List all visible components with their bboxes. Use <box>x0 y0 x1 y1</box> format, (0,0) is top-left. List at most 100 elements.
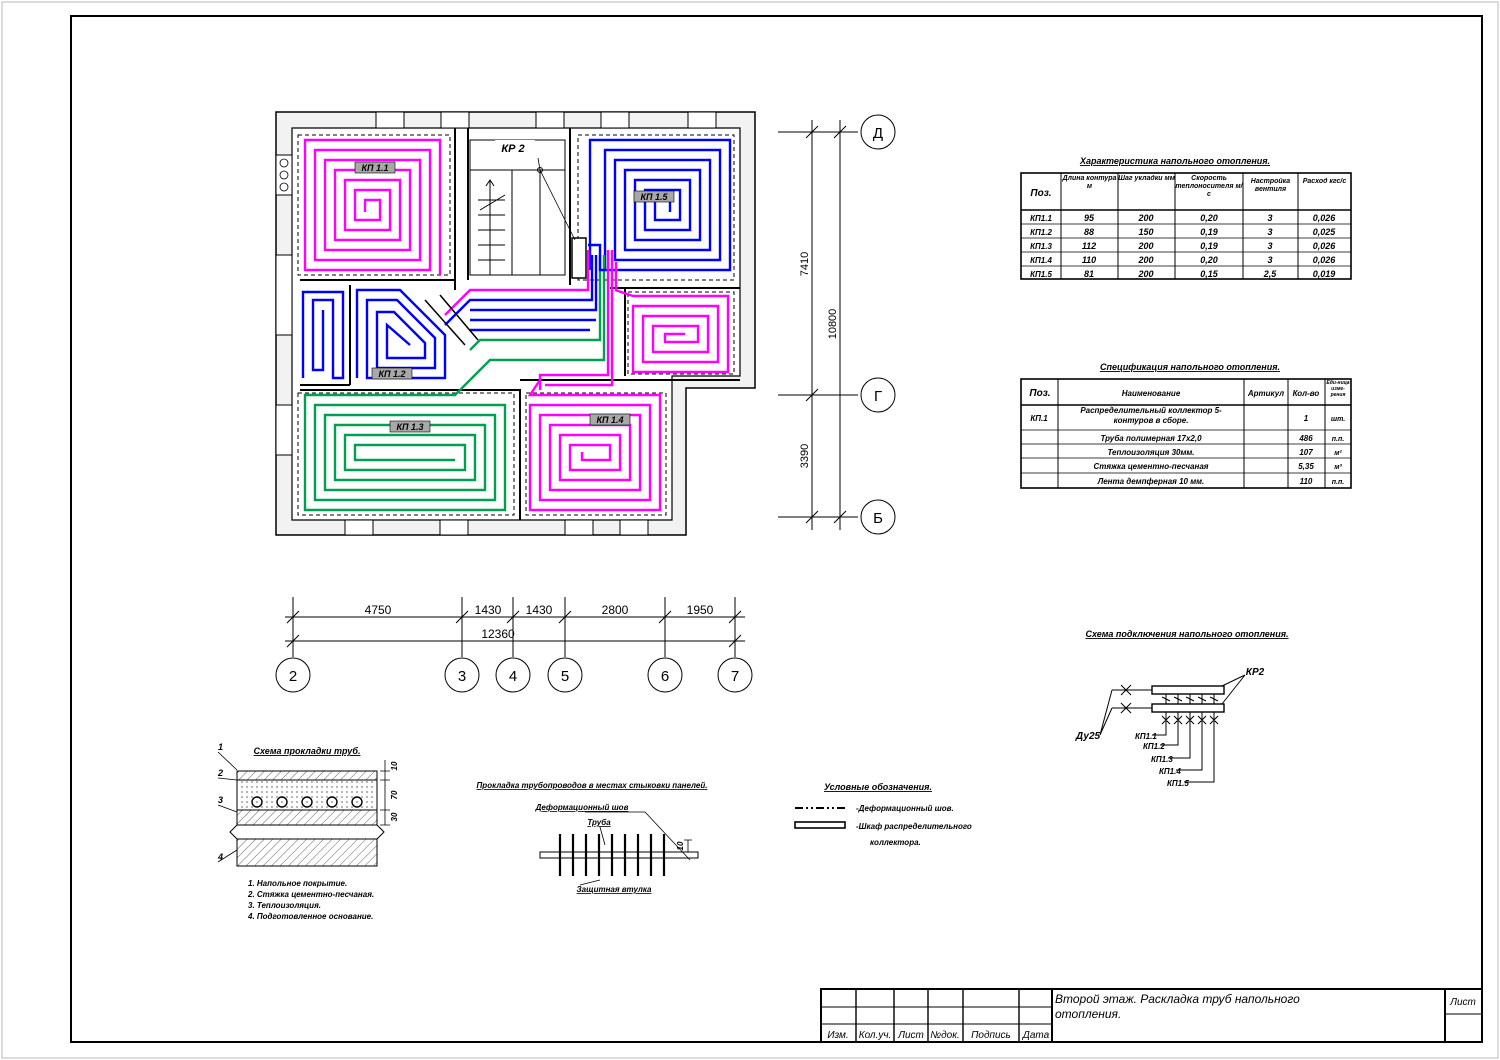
char-cell: 3 <box>1267 227 1272 237</box>
connection-title: Схема подключения напольного отопления. <box>1085 629 1288 639</box>
connection-kp1-4: КП1.4 <box>1159 767 1181 776</box>
dim-1430-b: 1430 <box>526 603 553 617</box>
spec-cell: 107 <box>1299 448 1313 457</box>
spec-h-article: Артикул <box>1247 389 1284 398</box>
char-cell: КП1.1 <box>1030 214 1052 223</box>
stamp-col-sign: Подпись <box>971 1030 1011 1041</box>
spec-cell: м³ <box>1334 464 1342 471</box>
layer-marker-3: 3 <box>218 795 223 805</box>
char-h-speed: Скорость теплоносителя м/с <box>1175 175 1243 198</box>
axis-d: Д <box>873 125 883 142</box>
char-h-pos: Поз. <box>1030 188 1051 199</box>
char-cell: 3 <box>1267 255 1272 265</box>
char-h-step: Шаг укладки мм <box>1118 175 1175 182</box>
axis-b: Б <box>873 510 883 527</box>
layer-marker-1: 1 <box>218 742 223 752</box>
dim-total: 12360 <box>481 627 515 641</box>
char-cell: КП1.2 <box>1030 228 1052 237</box>
spec-cell: м² <box>1334 450 1342 457</box>
spec-table-grid <box>1020 378 1352 489</box>
joint-detail <box>539 811 699 886</box>
char-h-valve-wrap: Настройка вентиля <box>1250 178 1291 193</box>
connection-kp1-3: КП1.3 <box>1151 755 1173 764</box>
char-cell: 0,026 <box>1313 213 1337 223</box>
char-table-title: Характеристика напольного отопления. <box>1079 156 1270 166</box>
char-h-length-wrap: Длина контура м <box>1063 175 1117 190</box>
spec-cell: п.п. <box>1332 436 1344 443</box>
loop-labels: КП 1.1 КП 1.2 КП 1.3 КП 1.4 КП 1.5 КР 2 <box>354 140 675 433</box>
char-cell: 112 <box>1082 241 1096 251</box>
connection-collector: КР2 <box>1246 667 1265 678</box>
char-cell: 81 <box>1084 269 1094 279</box>
loop-label-kp1-3: КП 1.3 <box>396 422 423 432</box>
axis-g: Г <box>874 388 882 405</box>
floor-plan: КП 1.1 КП 1.2 КП 1.3 КП 1.4 КП 1.5 КР 2 <box>275 111 756 536</box>
char-h-flow-wrap: Расход кгс/с <box>1302 178 1347 185</box>
layer-note-3: 3. Теплоизоляция. <box>248 901 321 910</box>
char-cell: КП1.4 <box>1030 256 1052 265</box>
spec-cell: 486 <box>1298 434 1313 443</box>
char-cell: 110 <box>1082 255 1096 265</box>
loop-kp1-3 <box>303 379 507 512</box>
char-cell: 3 <box>1267 241 1272 251</box>
spec-cell: Стяжка цементно-песчаная <box>1093 462 1208 471</box>
spec-cell: шт. <box>1331 416 1345 423</box>
loop-kp1-4 <box>527 379 662 512</box>
dim-1430-a: 1430 <box>475 603 502 617</box>
legend-item-joint: -Деформационный шов. <box>856 804 954 813</box>
dim-3390: 3390 <box>799 444 811 468</box>
layer-dim-10: 10 <box>390 761 399 770</box>
axis-7: 7 <box>731 668 739 685</box>
stamp-title: Второй этаж. Раскладка труб напольного о… <box>1055 992 1440 1022</box>
spec-cell: КП.1 <box>1030 414 1048 423</box>
char-cell: 3 <box>1267 213 1272 223</box>
char-h-flow: Расход кгс/с <box>1302 178 1347 185</box>
dim-7410: 7410 <box>799 252 811 276</box>
legend-item-cabinet-2: коллектора. <box>870 838 921 847</box>
collector-cabinet <box>571 237 587 279</box>
axis-5: 5 <box>561 668 569 685</box>
char-cell: 0,026 <box>1313 241 1337 251</box>
staircase <box>469 139 566 276</box>
char-cell: 0,026 <box>1313 255 1337 265</box>
dim-1950: 1950 <box>687 603 714 617</box>
char-h-valve: Настройка вентиля <box>1250 178 1291 193</box>
char-h-speed-wrap: Скорость теплоносителя м/с <box>1175 175 1243 198</box>
char-cell: 200 <box>1137 213 1153 223</box>
supply-lines <box>444 243 618 390</box>
char-cell: 0,19 <box>1200 241 1218 251</box>
loop-kp1-5 <box>588 138 732 272</box>
spec-table-title: Спецификация напольного отопления. <box>1100 362 1280 372</box>
char-cell: 200 <box>1137 269 1153 279</box>
connection-kp1-2: КП1.2 <box>1143 742 1165 751</box>
char-cell: 0,15 <box>1200 269 1219 279</box>
char-table-grid <box>1020 172 1352 280</box>
layer-note-1: 1. Напольное покрытие. <box>248 879 347 888</box>
char-cell: КП1.5 <box>1030 270 1052 279</box>
layer-marker-4: 4 <box>217 852 223 862</box>
spec-cell: 110 <box>1300 477 1313 486</box>
spec-cell: п.п. <box>1332 479 1344 486</box>
stamp-col-count: Кол.уч. <box>859 1030 892 1041</box>
horizontal-axes <box>275 597 753 693</box>
diagonal-door <box>424 294 479 346</box>
char-table-headers: Поз. <box>1030 188 1051 199</box>
char-cell: 95 <box>1084 213 1095 223</box>
stamp-title-line1: Второй этаж. Раскладка труб напольного <box>1055 992 1300 1006</box>
joint-pipe-label: Труба <box>587 818 611 827</box>
stamp-col-change: Изм. <box>827 1030 848 1041</box>
windows <box>275 111 717 536</box>
char-h-step-wrap: Шаг укладки мм <box>1118 175 1175 182</box>
char-cell: 88 <box>1084 227 1094 237</box>
loop-label-kp1-1: КП 1.1 <box>361 163 388 173</box>
joint-label: Деформационный шов <box>535 803 629 812</box>
layer-scheme <box>217 751 390 867</box>
window-icons <box>279 158 289 192</box>
char-cell: 200 <box>1137 255 1153 265</box>
spec-h-name: Наименование <box>1122 389 1181 398</box>
spec-h-pos: Поз. <box>1029 388 1050 399</box>
dim-10800: 10800 <box>827 309 839 340</box>
dim-2800: 2800 <box>602 603 629 617</box>
